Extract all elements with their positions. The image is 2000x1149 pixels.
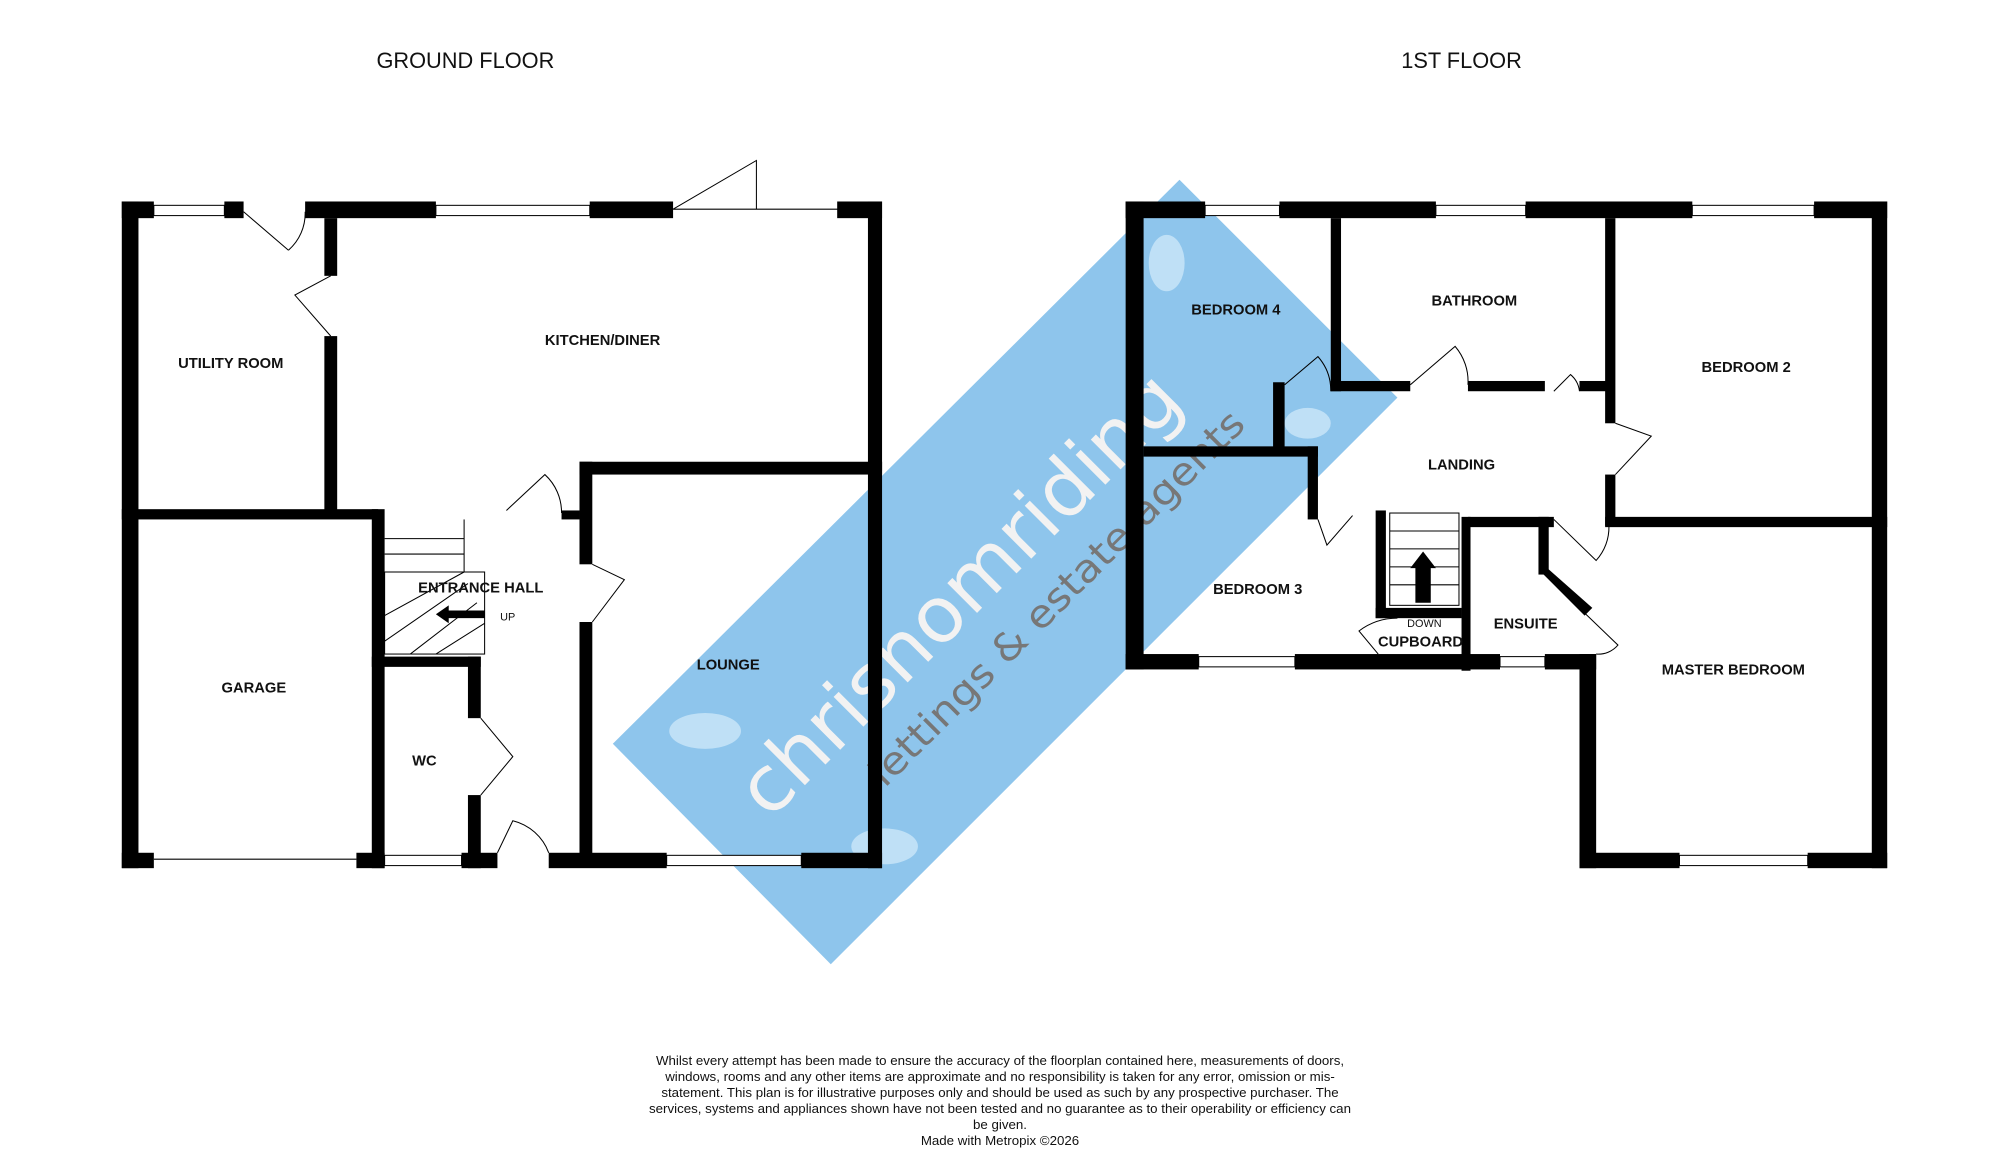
room-label-bedroom-4: BEDROOM 4 [1191,302,1281,318]
room-label-utility: UTILITY ROOM [178,356,283,372]
metropix-credit: Made with Metropix ©2026 [920,1133,1080,1148]
stairs-down-label: DOWN [1407,618,1441,630]
room-label-master-bedroom: MASTER BEDROOM [1662,663,1805,679]
ground-floor-walls [121,159,883,869]
ground-floor-title: GROUND FLOOR [376,48,554,73]
disclaimer: Whilst every attempt has been made to en… [640,1053,1360,1149]
room-label-landing: LANDING [1428,457,1495,473]
first-floor-walls [1125,201,1888,869]
room-label-kitchen: KITCHEN/DINER [545,333,661,349]
room-label-ensuite: ENSUITE [1494,616,1558,632]
room-label-garage: GARAGE [222,681,287,697]
room-label-bedroom-2: BEDROOM 2 [1702,360,1791,376]
room-label-entrance-hall: ENTRANCE HALL [418,581,543,597]
room-label-lounge: LOUNGE [697,657,760,673]
room-label-bathroom: BATHROOM [1432,293,1518,309]
room-label-bedroom-3: BEDROOM 3 [1213,582,1302,598]
first-floor-title: 1ST FLOOR [1401,48,1522,73]
disclaimer-text: Whilst every attempt has been made to en… [649,1053,1351,1132]
room-label-cupboard: CUPBOARD [1378,634,1463,650]
watermark: chrisnomriding lettings & estate agents [612,179,1398,965]
stairs-up-label: UP [500,612,515,624]
room-label-wc: WC [412,754,437,770]
